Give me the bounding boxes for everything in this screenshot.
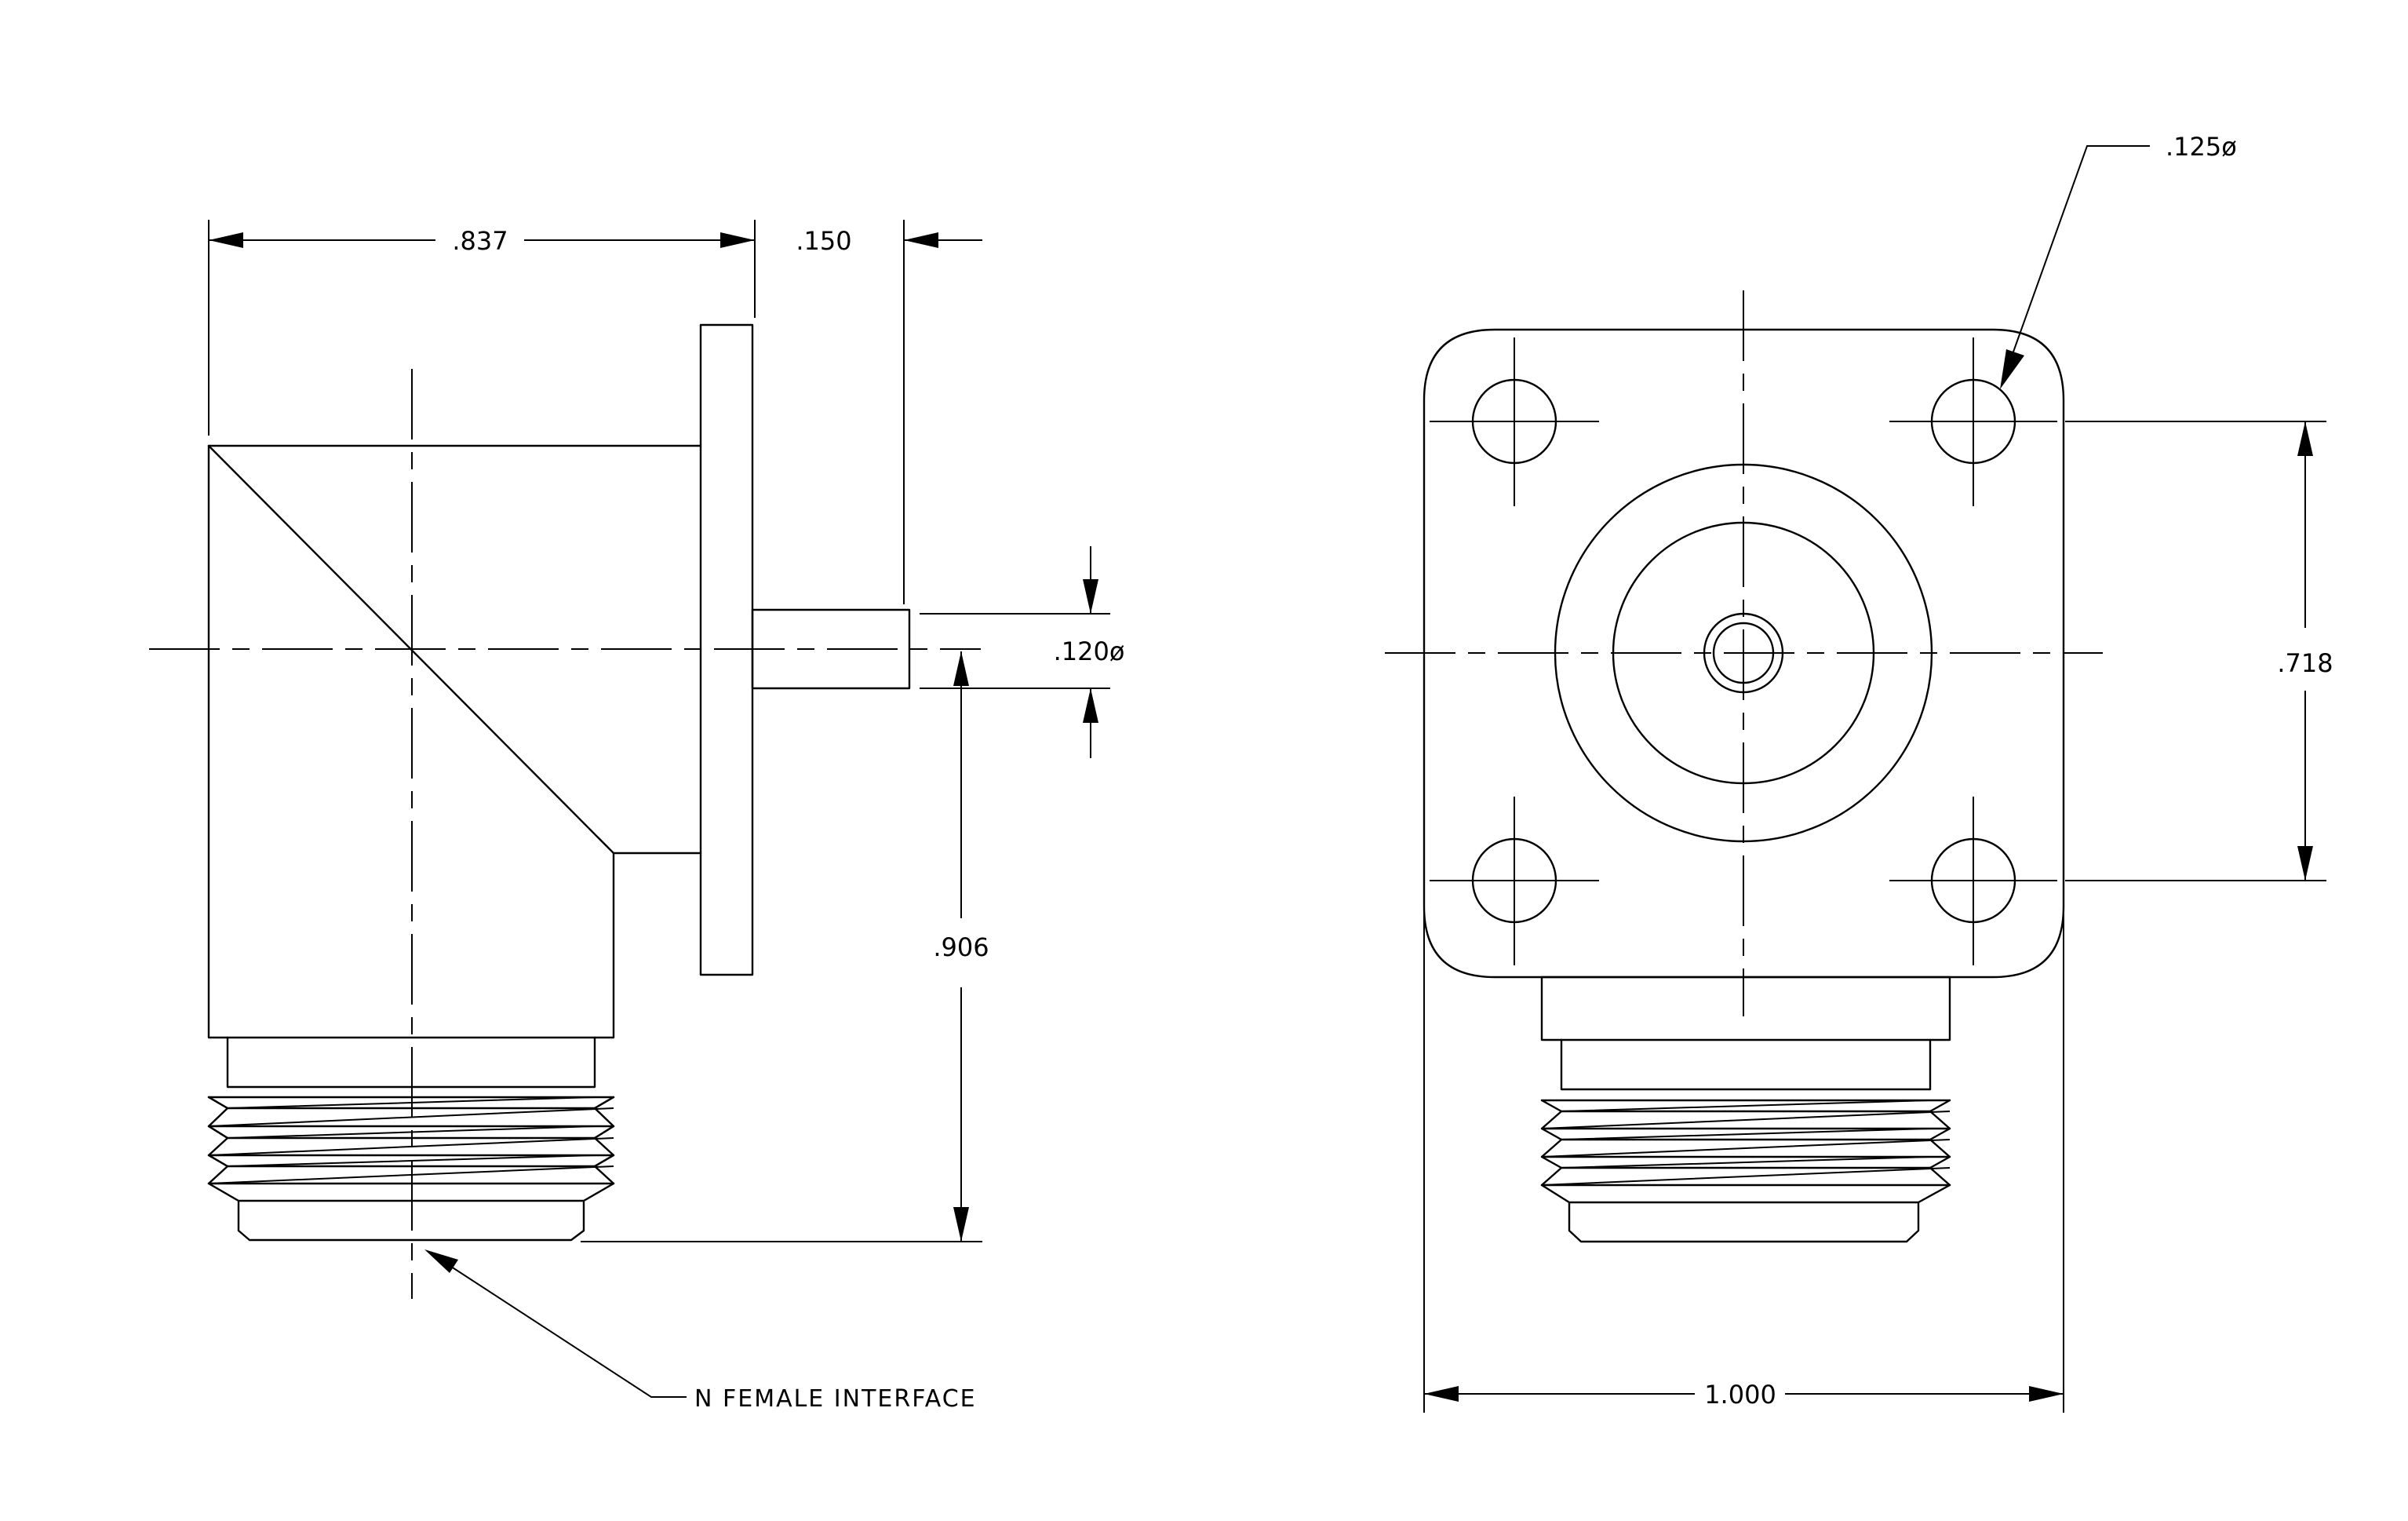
dim-side-width: .837 <box>208 220 756 436</box>
dim-pin-length: .150 <box>796 220 982 604</box>
dim-pin-height: .906 <box>581 651 989 1242</box>
mounting-holes <box>1430 337 2057 965</box>
dim-pin-length-label: .150 <box>796 226 851 256</box>
callout-hole-diameter-label: .125ø <box>2166 132 2237 162</box>
side-body-outline <box>207 444 702 1039</box>
front-view: .718 1.000 .125ø <box>1385 132 2333 1413</box>
callout-hole-diameter: .125ø <box>2000 132 2237 389</box>
dim-side-width-label: .837 <box>452 226 508 256</box>
dim-pin-diameter-label: .120ø <box>1054 636 1125 666</box>
front-flange-plate <box>1423 328 2065 979</box>
front-thread <box>1540 1099 1951 1187</box>
front-neck <box>1560 1038 1932 1091</box>
side-view: .837 .150 .120ø .906 <box>149 220 1124 1413</box>
dim-pin-diameter: .120ø <box>920 546 1124 758</box>
dim-hole-spacing: .718 <box>2065 421 2333 881</box>
dim-hole-spacing-label: .718 <box>2277 648 2333 678</box>
dim-flange-width-label: 1.000 <box>1704 1380 1776 1410</box>
front-nut <box>1540 976 1951 1041</box>
dim-pin-height-label: .906 <box>933 932 989 962</box>
front-tip <box>1540 1184 1951 1243</box>
callout-interface: N FEMALE INTERFACE <box>424 1249 977 1413</box>
dim-flange-width: 1.000 <box>1423 910 2064 1413</box>
callout-interface-label: N FEMALE INTERFACE <box>694 1385 977 1413</box>
